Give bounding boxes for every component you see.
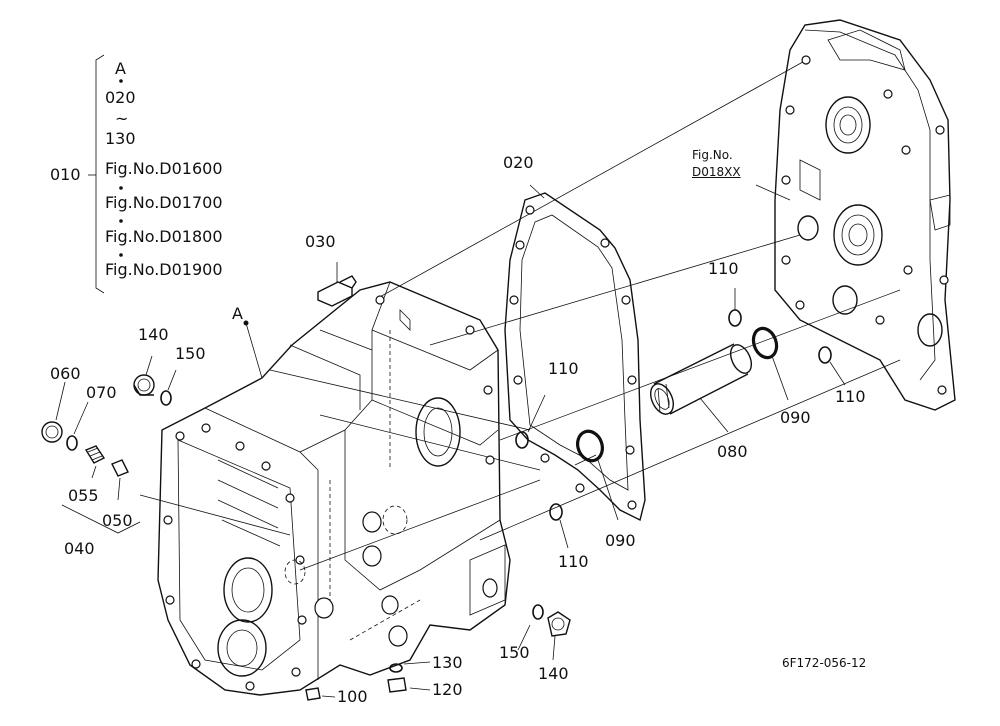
cover-plate	[755, 19, 956, 411]
callout-110-gasket[interactable]: 110	[548, 359, 579, 378]
plate-fig-label: Fig.No.	[692, 148, 733, 162]
fig-ref-1[interactable]: Fig.No.D01600	[105, 159, 223, 178]
callout-140-left[interactable]: 140	[138, 325, 169, 344]
callout-020[interactable]: 020	[503, 153, 534, 172]
callout-070[interactable]: 070	[86, 383, 117, 402]
gasket	[504, 184, 646, 522]
fig-ref-2[interactable]: Fig.No.D01700	[105, 193, 223, 212]
callout-050[interactable]: 050	[102, 511, 133, 530]
group-parent-label: 010	[50, 165, 81, 184]
callout-060[interactable]: 060	[50, 364, 81, 383]
callout-150-right[interactable]: 150	[499, 643, 530, 662]
plug-and-seal-right	[517, 604, 571, 661]
callout-110-upper[interactable]: 110	[708, 259, 739, 278]
plug-and-seal-left	[133, 355, 177, 406]
transmission-case	[157, 281, 511, 696]
group-ref-letter: A	[115, 59, 126, 78]
group-range-end: 130	[105, 129, 136, 148]
group-range-tilde: ~	[115, 109, 129, 128]
callout-110-lower[interactable]: 110	[558, 552, 589, 571]
callout-040[interactable]: 040	[64, 539, 95, 558]
callout-055[interactable]: 055	[68, 486, 99, 505]
small-o-rings	[515, 288, 846, 549]
callout-080[interactable]: 080	[717, 442, 748, 461]
callout-090-left[interactable]: 090	[605, 531, 636, 550]
relief-valve-assembly	[41, 381, 141, 534]
fig-ref-4[interactable]: Fig.No.D01900	[105, 260, 223, 279]
assembly-leader-lines	[139, 57, 901, 571]
callout-030[interactable]: 030	[305, 232, 336, 251]
bottom-small-parts	[305, 661, 431, 701]
callout-150-left[interactable]: 150	[175, 344, 206, 363]
pipe-sleeve	[649, 343, 753, 433]
drawing-code: 6F172-056-12	[782, 656, 867, 670]
plate-fig-number[interactable]: D018XX	[692, 165, 741, 179]
callout-130[interactable]: 130	[432, 653, 463, 672]
callout-110-right[interactable]: 110	[835, 387, 866, 406]
callout-090-right[interactable]: 090	[780, 408, 811, 427]
callout-140-right[interactable]: 140	[538, 664, 569, 683]
callout-100[interactable]: 100	[337, 687, 368, 706]
o-rings	[576, 326, 789, 521]
group-range-start: 020	[105, 88, 136, 107]
callout-120[interactable]: 120	[432, 680, 463, 699]
group-bracket	[88, 54, 123, 294]
callout-A[interactable]: A	[232, 304, 243, 323]
bolt-030	[317, 262, 357, 307]
fig-ref-3[interactable]: Fig.No.D01800	[105, 227, 223, 246]
